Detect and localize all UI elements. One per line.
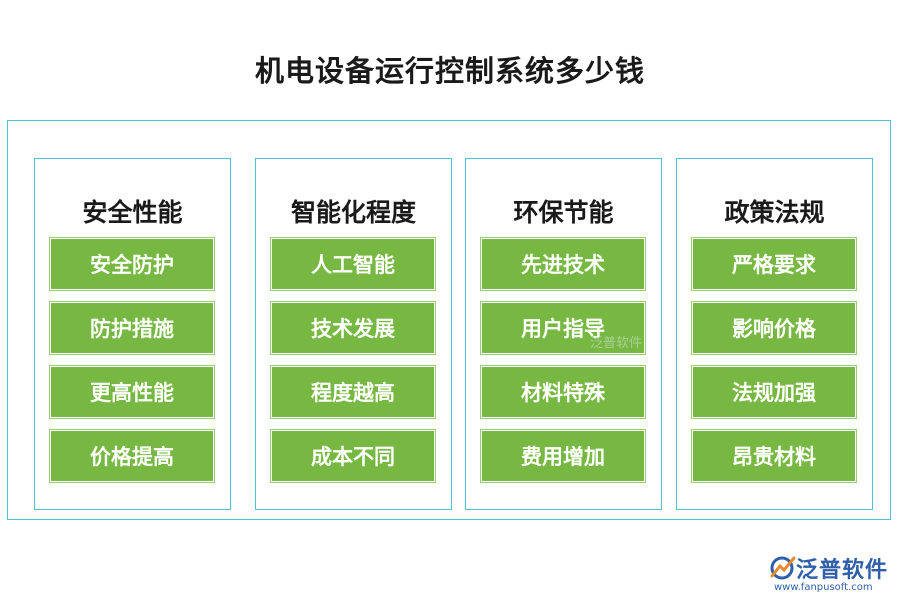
item-box: 价格提高 (49, 429, 215, 483)
item-box: 严格要求 (691, 237, 857, 291)
column-heading: 政策法规 (724, 198, 825, 227)
column-eco: 环保节能 先进技术 用户指导 材料特殊 费用增加 (465, 158, 662, 510)
column-safety: 安全性能 安全防护 防护措施 更高性能 价格提高 (34, 158, 231, 510)
watermark: 泛普软件 (590, 336, 643, 351)
item-box: 更高性能 (49, 365, 215, 419)
item-box: 技术发展 (270, 301, 436, 355)
item-box: 人工智能 (270, 237, 436, 291)
brand-logo: 泛普软件 www.fanpusoft.com (768, 552, 893, 596)
item-box: 用户指导 (480, 301, 646, 355)
item-box: 费用增加 (480, 429, 646, 483)
diagram-title: 机电设备运行控制系统多少钱 (254, 54, 645, 88)
item-box: 昂贵材料 (691, 429, 857, 483)
column-heading: 安全性能 (82, 198, 183, 227)
column-intelligence: 智能化程度 人工智能 技术发展 程度越高 成本不同 (255, 158, 452, 510)
outer-frame (7, 120, 891, 520)
item-box: 程度越高 (270, 365, 436, 419)
item-box: 法规加强 (691, 365, 857, 419)
item-box: 防护措施 (49, 301, 215, 355)
column-heading: 智能化程度 (290, 198, 416, 227)
logo-icon (770, 556, 796, 580)
column-heading: 环保节能 (513, 198, 614, 227)
column-policy: 政策法规 严格要求 影响价格 法规加强 昂贵材料 (676, 158, 873, 510)
logo-name: 泛普软件 (796, 558, 889, 583)
item-box: 安全防护 (49, 237, 215, 291)
item-box: 成本不同 (270, 429, 436, 483)
item-box: 影响价格 (691, 301, 857, 355)
item-box: 材料特殊 (480, 365, 646, 419)
item-box: 先进技术 (480, 237, 646, 291)
logo-url: www.fanpusoft.com (774, 582, 873, 593)
